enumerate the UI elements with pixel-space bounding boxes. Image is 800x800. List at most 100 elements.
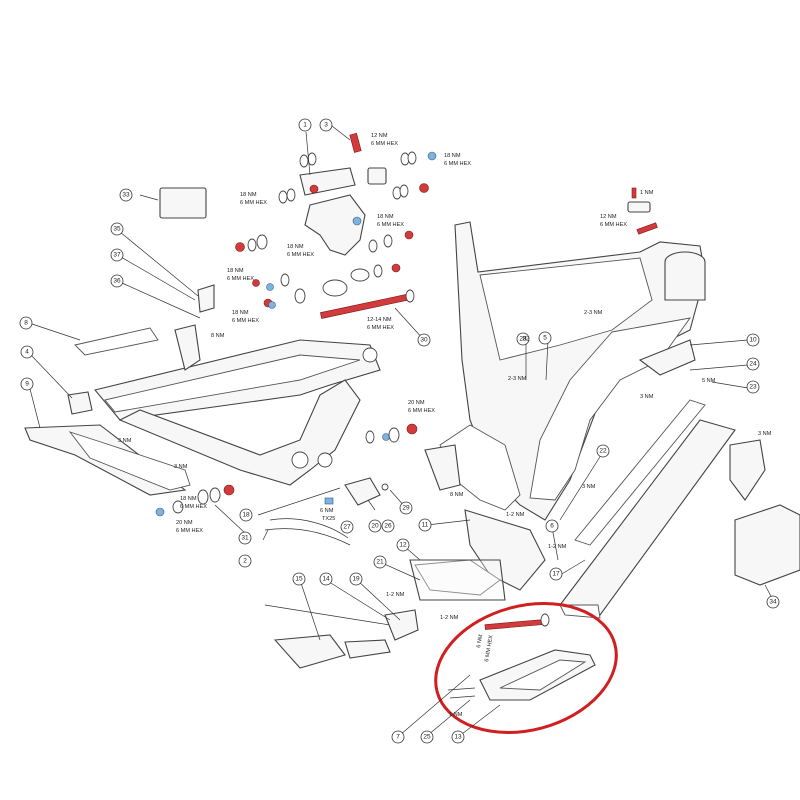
callout-35: 35 — [110, 222, 124, 236]
remote-parts — [264, 604, 419, 669]
callout-label: 20 — [371, 523, 379, 530]
callout-label: 7 — [396, 734, 400, 741]
callout-label: 17 — [552, 571, 560, 578]
callout-label: 37 — [113, 252, 121, 259]
callout-label: 19 — [352, 576, 360, 583]
callout-15: 15 — [292, 572, 306, 586]
callout-27: 27 — [340, 520, 354, 534]
callout-23: 23 — [746, 380, 760, 394]
torque-label-3-l1: 18 NM — [240, 192, 257, 198]
washer-stack — [172, 151, 417, 514]
torque-label-10-l2: 6 MM HEX — [408, 408, 435, 414]
torque-label-1-l2: 6 MM HEX — [371, 141, 398, 147]
callout-30: 30 — [417, 333, 431, 347]
callout-label: 33 — [122, 192, 130, 199]
torque-label-11-l1: 20 NM — [176, 520, 193, 526]
callout-13: 13 — [451, 730, 465, 744]
callout-label: 13 — [454, 734, 462, 741]
small-torque-11: 3 NM — [582, 484, 596, 490]
callout-12: 12 — [396, 538, 410, 552]
hardware-bolts — [155, 132, 658, 517]
callout-label: 4 — [25, 349, 29, 356]
callout-2: 2 — [238, 554, 252, 568]
callout-label: 5 — [543, 335, 547, 342]
callout-24: 24 — [746, 357, 760, 371]
torque-label-9-l2: 6 MM HEX — [367, 325, 394, 331]
callout-label: 2 — [243, 558, 247, 565]
torque-label-7-l2: 6 MM HEX — [232, 318, 259, 324]
torque-label-1-l1: 12 NM — [371, 133, 388, 139]
torque-label-4-l1: 18 NM — [377, 214, 394, 220]
callout-label: 12 — [399, 542, 407, 549]
torque-label-8-l1: 18 NM — [180, 496, 197, 502]
torque-label-5-l2: 6 MM HEX — [287, 252, 314, 258]
callout-17: 17 — [549, 567, 563, 581]
callout-25: 25 — [420, 730, 434, 744]
small-torque-10: 3 NM — [758, 431, 772, 437]
callout-9: 9 — [20, 377, 34, 391]
small-torque-7: 2-3 NM — [508, 376, 527, 382]
callout-label: 22 — [599, 448, 607, 455]
callout-34: 34 — [766, 595, 780, 609]
main-frame — [439, 221, 706, 521]
callout-label: 15 — [295, 576, 303, 583]
callout-3: 3 — [319, 118, 333, 132]
torque-label-7-l1: 18 NM — [232, 310, 249, 316]
callout-5: 5 — [538, 331, 552, 345]
small-torque-13: 1-2 NM — [548, 544, 567, 550]
torque-label-2-l2: 6 MM HEX — [444, 161, 471, 167]
torque-label-13-l1: 6 NM — [476, 634, 484, 649]
callout-label: 32 — [522, 336, 530, 343]
torque-label-10-l1: 20 NM — [408, 400, 425, 406]
small-torque-5: 8 NM — [450, 492, 464, 498]
torque-label-8-l2: 6 MM HEX — [180, 504, 207, 510]
callout-26: 26 — [381, 519, 395, 533]
torque-label-4-l2: 6 MM HEX — [377, 222, 404, 228]
small-torque-6: 2-3 NM — [584, 310, 603, 316]
callout-1: 1 — [298, 118, 312, 132]
headset-parts — [627, 187, 651, 213]
callout-label: 8 — [24, 320, 28, 327]
torque-label-14-l2: TX25 — [322, 516, 335, 522]
torque-label-6-l1: 18 NM — [227, 268, 244, 274]
callout-label: 9 — [25, 381, 29, 388]
small-torque-15: 1-2 NM — [440, 615, 459, 621]
callout-label: 21 — [376, 559, 384, 566]
callout-20: 20 — [368, 519, 382, 533]
callout-label: 31 — [241, 535, 249, 542]
small-torque-14: 1-2 NM — [386, 592, 405, 598]
small-torque-16: 1 NM — [449, 712, 463, 718]
cables — [264, 518, 351, 546]
torque-label-11-l2: 6 MM HEX — [176, 528, 203, 534]
callout-33: 33 — [119, 188, 133, 202]
axle-30 — [320, 289, 415, 319]
callout-37: 37 — [110, 248, 124, 262]
callout-4: 4 — [20, 345, 34, 359]
torque-label-2-l1: 18 NM — [444, 153, 461, 159]
torque-label-5-l1: 18 NM — [287, 244, 304, 250]
callout-28: 28 — [516, 332, 530, 346]
small-torque-2: 3 NM — [118, 438, 132, 444]
callout-label: 6 — [550, 523, 554, 530]
torque-label-12-l1: 12 NM — [600, 214, 617, 220]
callout-label: 28 — [519, 336, 527, 343]
callout-label: 23 — [749, 384, 757, 391]
callout-label: 18 — [242, 512, 250, 519]
callout-22: 22 — [596, 444, 610, 458]
leader-lines — [28, 125, 774, 738]
torque-label-9-l1: 12-14 NM — [367, 317, 392, 323]
dropout-parts — [344, 444, 461, 506]
callout-label: 30 — [420, 337, 428, 344]
callout-label: 11 — [422, 522, 429, 529]
callout-label: 36 — [113, 278, 121, 285]
callout-6: 6 — [545, 519, 559, 533]
callouts: 1 2 3 4 5 6 7 8 9 10 11 12 13 14 15 17 1… — [19, 118, 780, 744]
callout-label: 26 — [384, 523, 392, 530]
callout-8: 8 — [19, 316, 33, 330]
callout-29: 29 — [399, 501, 413, 515]
callout-label: 27 — [343, 524, 351, 531]
callout-32: 32 — [522, 336, 530, 343]
torque-label-13-l2: 6 MM HEX — [484, 634, 495, 662]
callout-label: 10 — [749, 337, 757, 344]
